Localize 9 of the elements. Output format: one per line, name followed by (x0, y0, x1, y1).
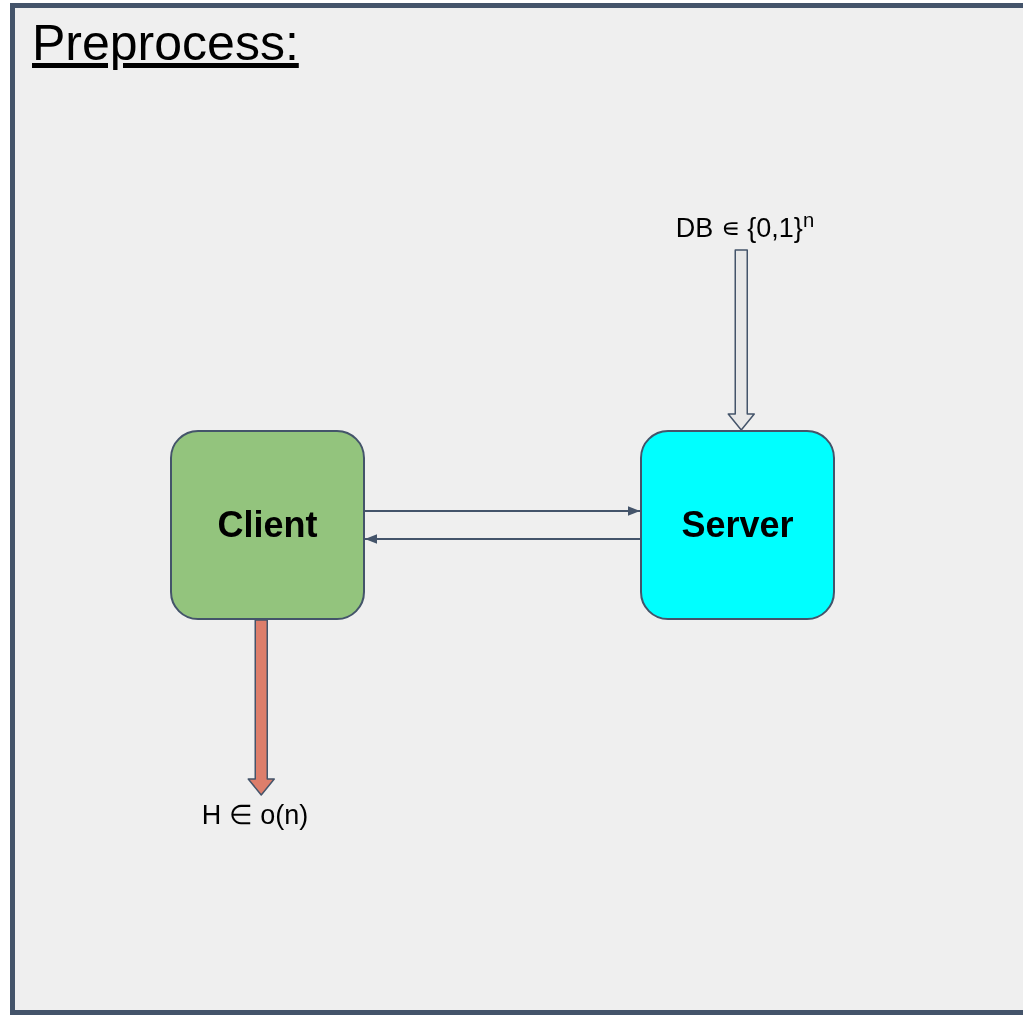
node-label: DB ∊ {0,1}$^{n}$ (655, 206, 835, 250)
block-arrow (727, 249, 755, 431)
arrow (364, 506, 641, 516)
arrow (364, 534, 641, 544)
title: Preprocess: (32, 14, 299, 73)
process-box: Server (640, 430, 835, 620)
block-arrow (247, 619, 275, 796)
node-label: H ∈ o(n) (180, 795, 330, 835)
process-box: Client (170, 430, 365, 620)
